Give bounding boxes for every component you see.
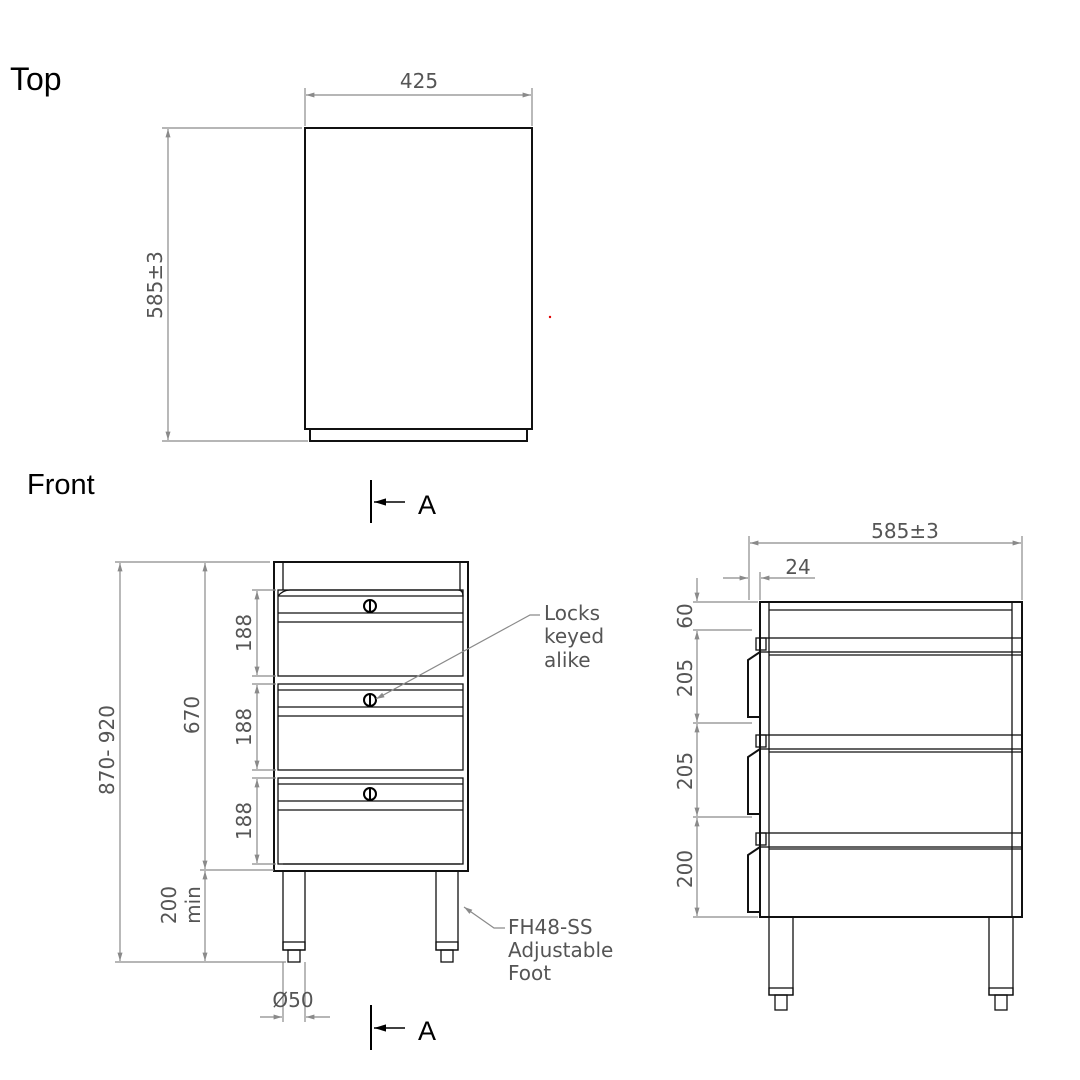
marker-dot bbox=[548, 315, 552, 319]
leg-right bbox=[988, 916, 1014, 1011]
width-label: 425 bbox=[400, 69, 438, 93]
foot-callout-line1: FH48-SS bbox=[508, 915, 593, 939]
drawer-3 bbox=[277, 777, 464, 865]
locks-callout-line1: Locks bbox=[544, 601, 600, 625]
leg-height-unit: min bbox=[181, 886, 205, 924]
body-height-label: 670 bbox=[180, 696, 204, 734]
leg-left bbox=[768, 916, 794, 1011]
locks-callout-line2: keyed bbox=[544, 624, 604, 648]
overall-height-label: 870- 920 bbox=[95, 705, 119, 795]
leg-height-label: 200 bbox=[157, 886, 181, 924]
locks-callout-line3: alike bbox=[544, 648, 591, 672]
leg-diameter-label: Ø50 bbox=[272, 988, 313, 1012]
rail-2 bbox=[759, 734, 1023, 753]
foot-leader bbox=[463, 906, 505, 929]
side-drawer-2-label: 205 bbox=[673, 752, 697, 790]
offset-label: 24 bbox=[785, 555, 810, 579]
front-view: 870- 920 670 200 min 188 188 188 Ø50 Loc… bbox=[95, 561, 613, 1022]
locks-leader bbox=[375, 614, 540, 700]
drawer-2-height-label: 188 bbox=[232, 708, 256, 746]
drawer-2 bbox=[277, 683, 464, 771]
leg-right bbox=[435, 870, 459, 963]
lock-icon bbox=[363, 787, 377, 801]
top-outline bbox=[304, 127, 533, 430]
drawer-1 bbox=[277, 589, 464, 677]
drawer-1-height-label: 188 bbox=[232, 614, 256, 652]
section-label: A bbox=[418, 490, 436, 520]
section-marker-bottom: A bbox=[370, 1005, 436, 1050]
foot-callout-line2: Adjustable bbox=[508, 938, 613, 962]
side-view: 585±3 24 60 205 205 200 bbox=[673, 519, 1023, 1011]
leg-left bbox=[282, 870, 306, 963]
top-height-label: 60 bbox=[673, 603, 697, 628]
rail-3 bbox=[759, 832, 1023, 850]
top-view: 425 585±3 bbox=[143, 69, 552, 442]
lock-icon bbox=[363, 693, 377, 707]
side-drawer-1-label: 205 bbox=[673, 659, 697, 697]
side-depth-label: 585±3 bbox=[871, 519, 939, 543]
front-view-title: Front bbox=[27, 469, 95, 501]
drawer-handles bbox=[747, 637, 767, 913]
foot-callout-line3: Foot bbox=[508, 961, 551, 985]
rail-1 bbox=[759, 637, 1023, 656]
side-drawer-3-label: 200 bbox=[673, 850, 697, 888]
lock-icon bbox=[363, 599, 377, 613]
section-marker-top: A bbox=[370, 480, 436, 523]
drawer-3-height-label: 188 bbox=[232, 802, 256, 840]
top-view-title: Top bbox=[10, 61, 62, 97]
section-label: A bbox=[418, 1016, 436, 1046]
top-base-strip bbox=[309, 428, 528, 442]
depth-label: 585±3 bbox=[143, 251, 167, 319]
